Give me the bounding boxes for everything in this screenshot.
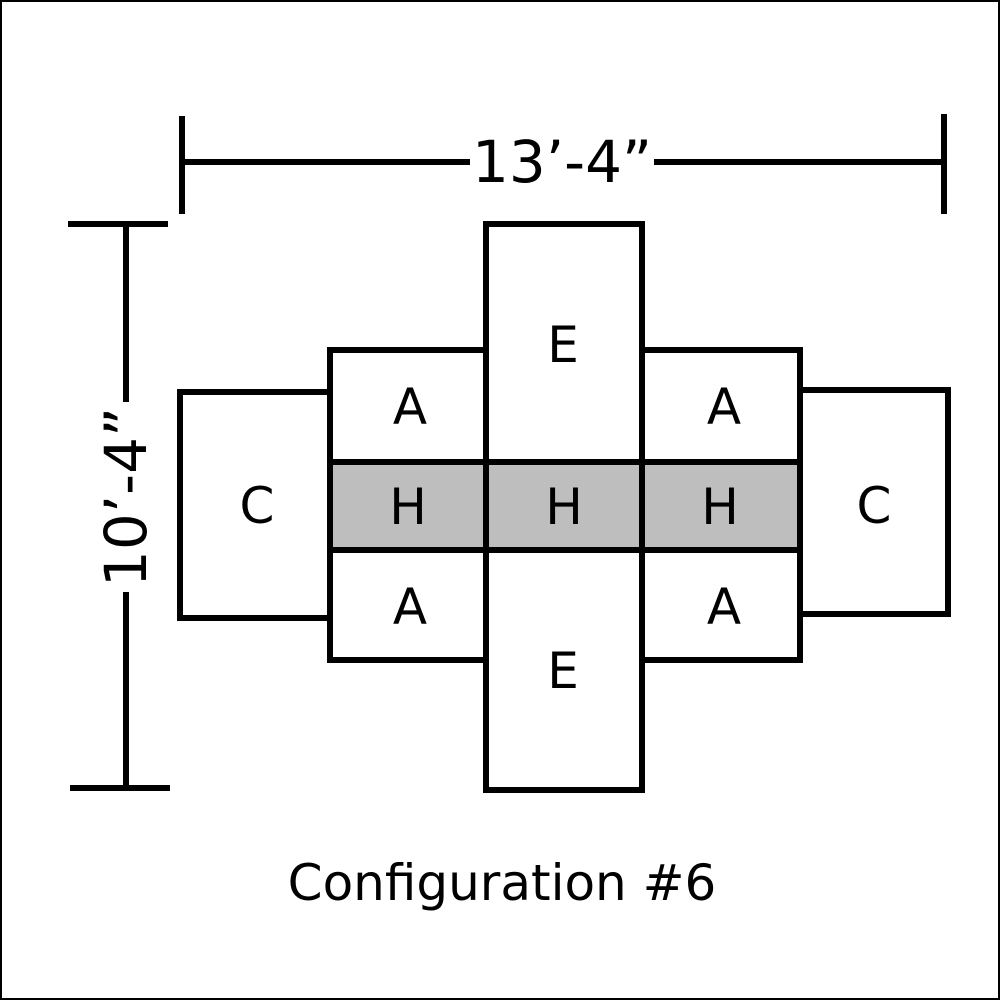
height-label: 10’-4”	[92, 407, 160, 587]
label-e-top: E	[547, 316, 579, 374]
piece-a-bottom-right	[639, 547, 803, 663]
label-h-left: H	[389, 478, 427, 536]
piece-a-top-left	[327, 347, 489, 465]
piece-c-right	[797, 387, 951, 617]
piece-labels: E E A A A A C C H H H	[240, 316, 892, 700]
label-a-bottom-left: A	[393, 578, 427, 636]
label-h-center: H	[545, 478, 583, 536]
label-a-bottom-right: A	[707, 578, 741, 636]
height-dimension: 10’-4”	[68, 221, 170, 791]
label-a-top-right: A	[707, 378, 741, 436]
label-e-bottom: E	[547, 642, 579, 700]
width-dimension: 13’-4”	[179, 114, 947, 214]
piece-c-left	[177, 389, 333, 621]
label-c-left: C	[240, 477, 275, 535]
piece-e-bottom	[483, 547, 645, 793]
label-a-top-left: A	[393, 378, 427, 436]
label-c-right: C	[857, 477, 892, 535]
pieces	[177, 221, 951, 793]
piece-h-right	[639, 459, 803, 553]
label-h-right: H	[701, 478, 739, 536]
configuration-caption: Configuration #6	[287, 854, 717, 912]
width-label: 13’-4”	[472, 128, 652, 196]
piece-a-bottom-left	[327, 547, 489, 663]
